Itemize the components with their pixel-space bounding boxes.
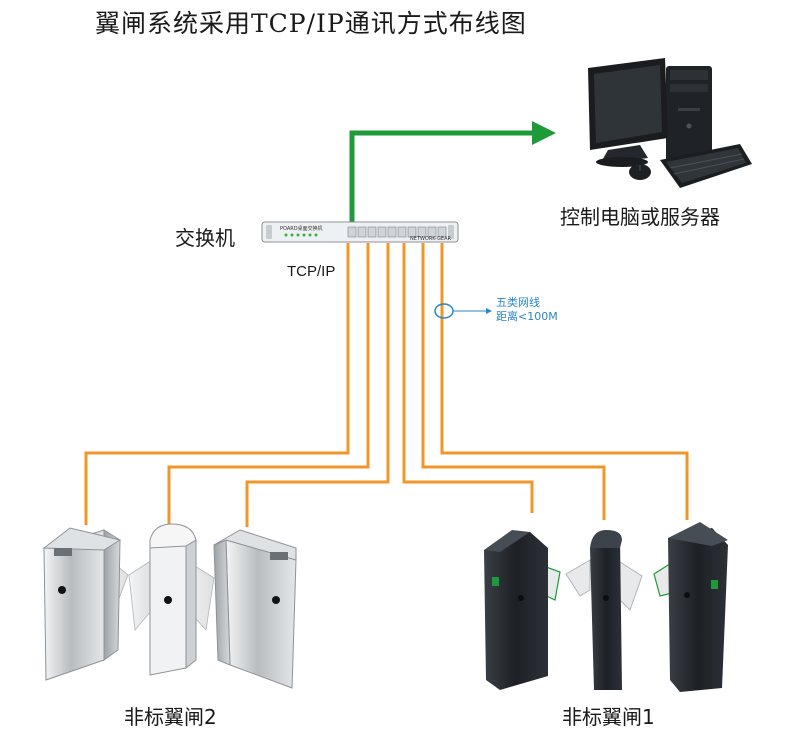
diagram-title: 翼闸系统采用TCP/IP通讯方式布线图 (95, 9, 527, 38)
switch-label: 交换机 (175, 226, 235, 250)
cable-note: 五类网线 距离<100M (496, 296, 558, 324)
cables-group2 (84, 243, 390, 530)
dark-gates (484, 522, 728, 692)
computer-illustration (588, 58, 752, 188)
cable-note-distance: 距离<100M (496, 310, 558, 323)
dark-gate-b (590, 530, 622, 690)
cables-group1 (402, 243, 689, 520)
uplink-arrow (349, 121, 556, 224)
pc-monitor (588, 58, 668, 167)
cable-marker (434, 303, 492, 319)
switch-brand-text: NETWORK-GEAR (410, 236, 452, 242)
silver-gates (42, 523, 297, 689)
computer-label: 控制电脑或服务器 (560, 205, 720, 229)
dark-gate-c (668, 522, 728, 692)
protocol-label: TCP/IP (287, 263, 336, 280)
silver-gate-b (149, 523, 197, 676)
silver-gate-a (42, 527, 122, 681)
network-switch (261, 221, 459, 243)
gate-group2-label: 非标翼闸2 (124, 705, 217, 729)
switch-panel-text: POARD桌面交换机 (280, 225, 323, 232)
pc-mouse (629, 164, 651, 180)
cable-note-type: 五类网线 (496, 296, 540, 309)
silver-gate-c (213, 529, 297, 689)
gate-group1-label: 非标翼闸1 (562, 705, 655, 729)
pc-tower (666, 66, 712, 168)
switch-ports (347, 226, 447, 238)
dark-gate-a (484, 530, 548, 690)
switch-leds (284, 233, 318, 237)
pc-keyboard (660, 144, 752, 188)
